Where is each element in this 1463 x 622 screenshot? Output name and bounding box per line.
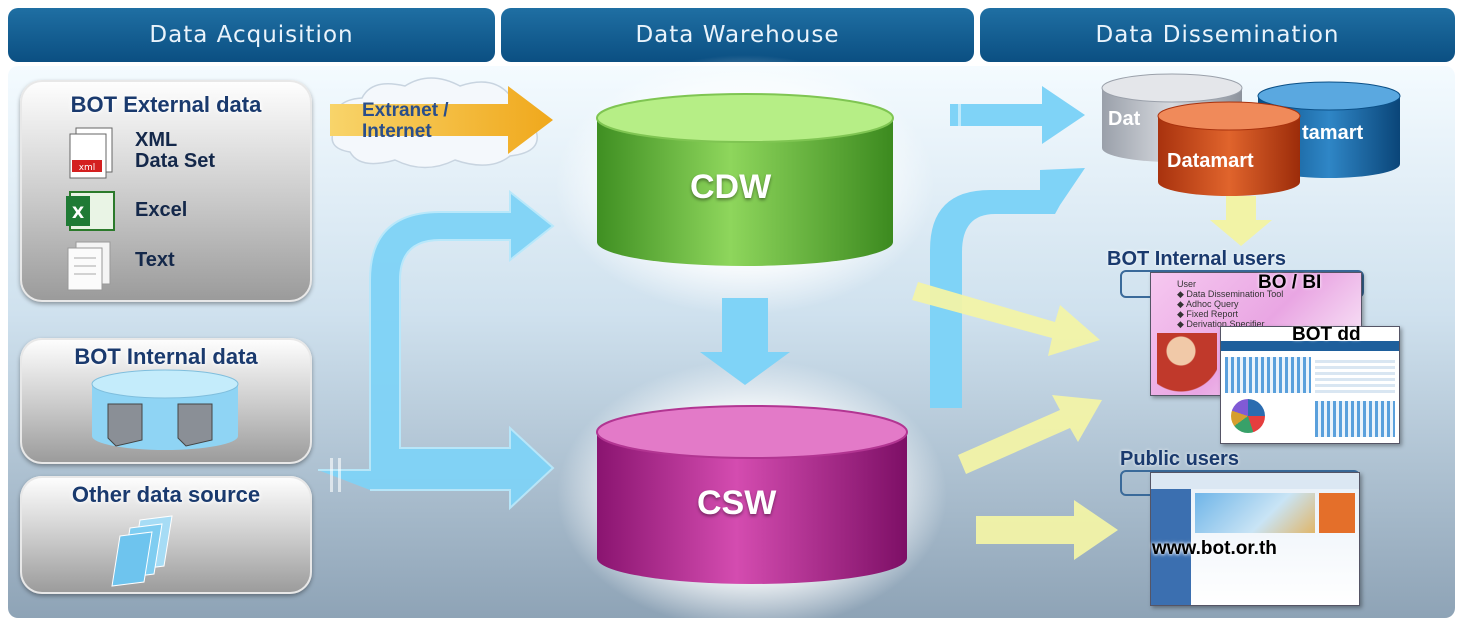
pipe-stripe-1 bbox=[330, 458, 333, 492]
xml-file-icon: xml bbox=[69, 127, 113, 179]
svg-text:xml: xml bbox=[79, 163, 96, 173]
datamart-right-label: tamart bbox=[1302, 122, 1364, 144]
text-label: Text bbox=[135, 249, 175, 271]
bobi-menu-item: ◆ Derivation Specifier bbox=[1177, 319, 1265, 329]
bot-dd-label: BOT dd bbox=[1292, 324, 1361, 345]
website-screenshot bbox=[1150, 472, 1360, 606]
internal-to-warehouse-pipe bbox=[318, 189, 555, 511]
extranet-line1: Extranet / bbox=[362, 100, 449, 121]
other-data-source-title: Other data source bbox=[71, 482, 261, 507]
bot-internal-data-title: BOT Internal data bbox=[74, 344, 258, 369]
arrow-stripe bbox=[958, 104, 961, 126]
bot-dd-screenshot bbox=[1220, 326, 1400, 444]
website-side-banner bbox=[1319, 493, 1355, 533]
extranet-label: Extranet / Internet bbox=[362, 100, 449, 142]
header-data-acquisition: Data Acquisition bbox=[8, 8, 495, 62]
bobi-menu-item-text: Fixed Report bbox=[1186, 309, 1238, 319]
bot-dd-table-panel bbox=[1315, 357, 1395, 393]
extranet-line2: Internet bbox=[362, 121, 432, 142]
bo-bi-label: BO / BI bbox=[1258, 272, 1322, 293]
public-users-title: Public users bbox=[1120, 448, 1239, 470]
xml-label: XML Data Set bbox=[135, 130, 215, 172]
cdw-to-datamart-arrow bbox=[950, 86, 1085, 144]
internal-database-icon bbox=[91, 369, 239, 450]
website-url-label: www.bot.or.th bbox=[1152, 538, 1277, 559]
cdw-cylinder bbox=[596, 93, 894, 266]
datamart-to-internal-users-arrow bbox=[1210, 196, 1272, 246]
bot-dd-pie-chart bbox=[1231, 399, 1265, 433]
bot-external-data-title: BOT External data bbox=[70, 92, 262, 117]
bobi-menu: User ◆ Data Dissemination Tool ◆ Adhoc Q… bbox=[1177, 279, 1283, 329]
excel-label: Excel bbox=[135, 199, 188, 221]
extranet-arrow bbox=[330, 86, 553, 154]
bobi-menu-item-text: Derivation Specifier bbox=[1186, 319, 1265, 329]
website-sidebar bbox=[1151, 489, 1191, 605]
bot-dd-header bbox=[1221, 341, 1399, 351]
bobi-menu-item-text: Data Dissemination Tool bbox=[1186, 289, 1284, 299]
csw-to-internal-users-arrow bbox=[958, 395, 1102, 474]
bobi-menu-item: ◆ Adhoc Query bbox=[1177, 299, 1239, 309]
bobi-menu-item-text: Adhoc Query bbox=[1185, 299, 1239, 309]
bot-dd-chart-panel bbox=[1225, 357, 1311, 393]
excel-icon: X bbox=[66, 191, 115, 231]
csw-cylinder bbox=[596, 405, 908, 584]
internal-users-title: BOT Internal users bbox=[1107, 248, 1286, 270]
website-header bbox=[1151, 473, 1359, 489]
cdw-label: CDW bbox=[690, 168, 772, 206]
csw-label: CSW bbox=[697, 484, 777, 522]
header-data-dissemination: Data Dissemination bbox=[980, 8, 1455, 62]
bobi-menu-item: ◆ Fixed Report bbox=[1177, 309, 1238, 319]
datamart-front-label: Datamart bbox=[1167, 150, 1254, 172]
header-data-warehouse: Data Warehouse bbox=[501, 8, 974, 62]
cdw-to-csw-arrow bbox=[700, 298, 790, 385]
bobi-menu-item: ◆ Data Dissemination Tool bbox=[1177, 289, 1284, 299]
bobi-menu-header: User bbox=[1177, 279, 1197, 289]
datamart-left-label: Dat bbox=[1108, 108, 1141, 130]
text-file-icon bbox=[67, 241, 111, 291]
bobi-user-figure bbox=[1157, 333, 1217, 393]
datamart-red-cylinder bbox=[1157, 101, 1301, 196]
documents-icon bbox=[111, 515, 173, 587]
website-banner bbox=[1195, 493, 1315, 533]
svg-text:X: X bbox=[72, 203, 85, 222]
csw-to-datamart-pipe bbox=[930, 168, 1085, 408]
xml-label-line1: XML bbox=[135, 129, 178, 151]
csw-to-public-users-arrow bbox=[976, 500, 1118, 560]
xml-label-line2: Data Set bbox=[135, 150, 216, 172]
pipe-stripe-2 bbox=[338, 458, 341, 492]
bot-dd-bar-panel bbox=[1315, 401, 1395, 437]
cdw-to-internal-users-arrow bbox=[912, 282, 1100, 356]
